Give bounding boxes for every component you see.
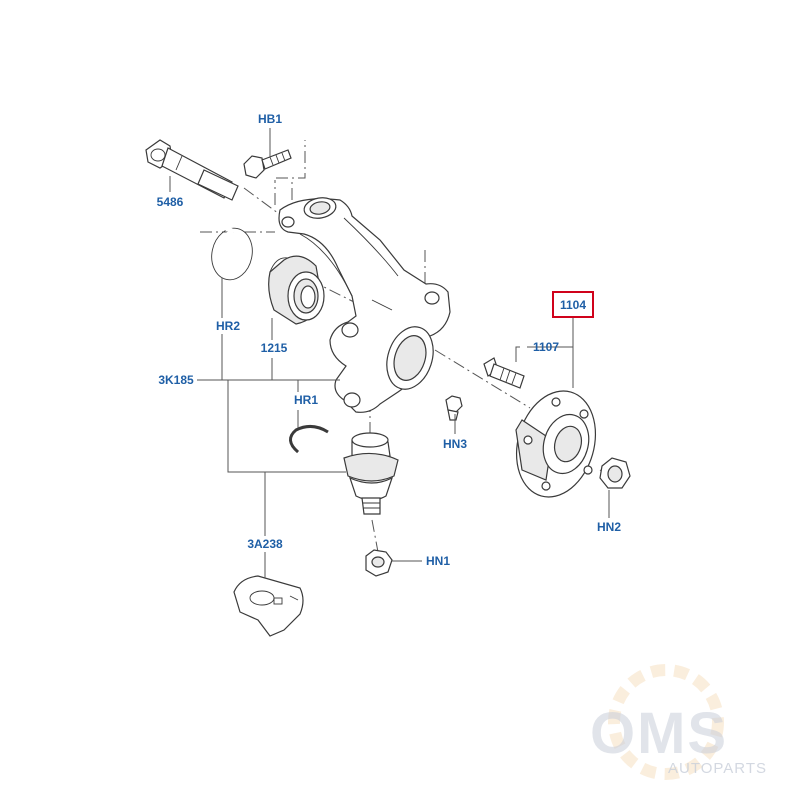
nut-hn3: [445, 395, 463, 421]
wheel-bearing-1215: [268, 255, 325, 325]
label-hb1: HB1: [258, 112, 282, 126]
nut-hn1: [365, 549, 393, 577]
label-1107: 1107: [533, 340, 559, 354]
label-hn3: HN3: [443, 437, 467, 451]
label-1215: 1215: [261, 341, 288, 355]
label-hr1: HR1: [294, 393, 318, 407]
hub-nut-hn2: [599, 457, 631, 489]
callout-labels: HB1 5486 HR2 1215 3K185 HR1 HN3 3A238 HN…: [157, 112, 622, 568]
circlip-hr1: [289, 425, 329, 454]
heat-shield-3a238: [233, 575, 304, 637]
ball-joint: [343, 432, 399, 515]
pinch-bolt-5486: [145, 139, 239, 201]
wheel-stud-1107: [483, 357, 525, 389]
highlight-box-1104: [552, 291, 594, 318]
leader-lines: [169, 128, 610, 578]
steering-knuckle: [278, 197, 451, 413]
wheel-hub-1104: [515, 390, 597, 498]
bolt-hb1: [243, 149, 292, 179]
watermark-brand: OMS: [590, 701, 729, 766]
label-hn1: HN1: [426, 554, 450, 568]
label-3k185: 3K185: [158, 373, 194, 387]
circlip-hr2: [211, 225, 253, 281]
label-hr2: HR2: [216, 319, 240, 333]
label-hn2: HN2: [597, 520, 621, 534]
label-5486: 5486: [157, 195, 184, 209]
label-3a238: 3A238: [247, 537, 283, 551]
gear-icon: [608, 664, 724, 780]
watermark-tagline: AUTOPARTS: [668, 760, 768, 777]
label-1104: 1104: [560, 298, 586, 312]
